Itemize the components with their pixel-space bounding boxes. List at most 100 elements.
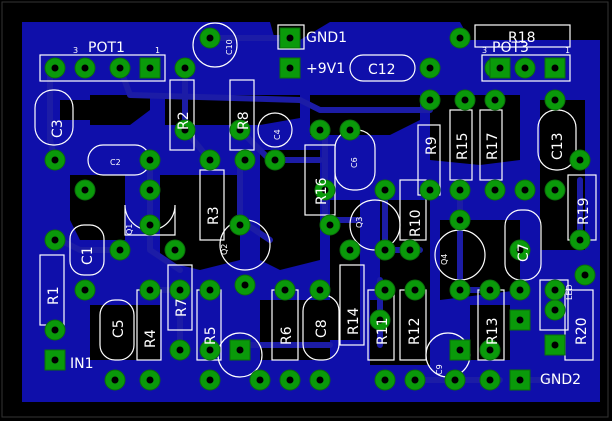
label-pot3-pin3: 3 [482, 46, 487, 55]
label-r10: R10 [408, 209, 424, 237]
label-r15: R15 [455, 132, 471, 160]
pad-hole [551, 286, 559, 294]
pad-hole [486, 376, 494, 384]
pad-hole [206, 286, 214, 294]
pad-hole [456, 216, 464, 224]
pad-hole [111, 376, 119, 384]
pad-hole [551, 186, 559, 194]
label-pot3-pin1: 1 [565, 46, 570, 55]
label-c4: C4 [273, 129, 282, 140]
pad-hole [81, 186, 89, 194]
pad-hole [116, 246, 124, 254]
pad-hole [551, 96, 559, 104]
pad-hole [51, 156, 59, 164]
label-r20: R20 [574, 317, 590, 345]
label-9v: +9V1 [306, 61, 345, 77]
pad-hole [146, 64, 154, 72]
pad-hole [521, 186, 529, 194]
label-r9: R9 [424, 136, 440, 155]
pad-hole [241, 156, 249, 164]
label-gnd1: GND1 [306, 30, 347, 46]
label-r5: R5 [203, 326, 219, 345]
label-r14: R14 [346, 307, 362, 335]
pad-hole [326, 221, 334, 229]
label-c10: C10 [225, 39, 234, 55]
pad-hole [146, 221, 154, 229]
label-q3: Q3 [355, 217, 364, 228]
label-led: LED [565, 284, 574, 300]
pad-hole [51, 236, 59, 244]
label-r1: R1 [46, 286, 62, 305]
pad-hole [51, 326, 59, 334]
pad-hole [51, 64, 59, 72]
pad-hole [176, 346, 184, 354]
label-q4: Q4 [440, 254, 449, 265]
pad-hole [146, 286, 154, 294]
pad-hole [496, 64, 504, 72]
label-r3: R3 [206, 206, 222, 225]
pad-hole [206, 376, 214, 384]
label-r4: R4 [143, 329, 159, 348]
pad-hole [256, 376, 264, 384]
pad-hole [426, 186, 434, 194]
label-pot3: POT3 [492, 40, 529, 56]
label-r19: R19 [576, 197, 592, 225]
pad-hole [171, 246, 179, 254]
label-c1: C1 [80, 246, 96, 265]
label-in1: IN1 [70, 356, 94, 372]
pad-hole [456, 346, 464, 354]
pad-hole [486, 286, 494, 294]
pad-hole [381, 186, 389, 194]
pad-hole [381, 246, 389, 254]
label-c5: C5 [111, 319, 127, 338]
pad-hole [206, 346, 214, 354]
label-gnd2: GND2 [540, 372, 581, 388]
pad-hole [206, 156, 214, 164]
pad-hole [271, 156, 279, 164]
label-c12: C12 [368, 62, 396, 78]
pad-hole [406, 246, 414, 254]
pad-hole [346, 126, 354, 134]
pad-hole [281, 286, 289, 294]
pad-hole [346, 246, 354, 254]
pad-hole [381, 376, 389, 384]
pad-hole [486, 346, 494, 354]
label-c8: C8 [314, 319, 330, 338]
pad-hole [81, 64, 89, 72]
pads [44, 27, 596, 391]
label-pot1-pin3: 3 [73, 46, 78, 55]
pad-hole [581, 271, 589, 279]
pad-hole [116, 64, 124, 72]
pad-hole [456, 186, 464, 194]
pad-hole [516, 286, 524, 294]
pad-hole [451, 376, 459, 384]
label-r7: R7 [174, 298, 190, 317]
pad-hole [236, 346, 244, 354]
label-r8: R8 [236, 111, 252, 130]
pad-hole [381, 286, 389, 294]
pad-hole [241, 281, 249, 289]
pad-hole [321, 186, 329, 194]
label-r6: R6 [279, 326, 295, 345]
pad-hole [551, 341, 559, 349]
pad-hole [146, 156, 154, 164]
label-c2: C2 [110, 158, 121, 167]
label-r16: R16 [314, 177, 330, 205]
pad-hole [236, 126, 244, 134]
pad-hole [181, 126, 189, 134]
pad-hole [426, 64, 434, 72]
pad-hole [181, 64, 189, 72]
label-r11: R11 [375, 317, 391, 345]
pad-hole [576, 156, 584, 164]
pad-hole [316, 376, 324, 384]
label-q1: Q1 [125, 224, 134, 235]
label-pot1: POT1 [88, 40, 125, 56]
pad-hole [146, 186, 154, 194]
silkscreen-labels: POT1 3 1 GND1 +9V1 C12 R18 POT3 3 1 C10 … [46, 30, 592, 388]
pad-hole [206, 34, 214, 42]
pad-hole [81, 286, 89, 294]
pad-hole [176, 286, 184, 294]
label-r13: R13 [485, 317, 501, 345]
